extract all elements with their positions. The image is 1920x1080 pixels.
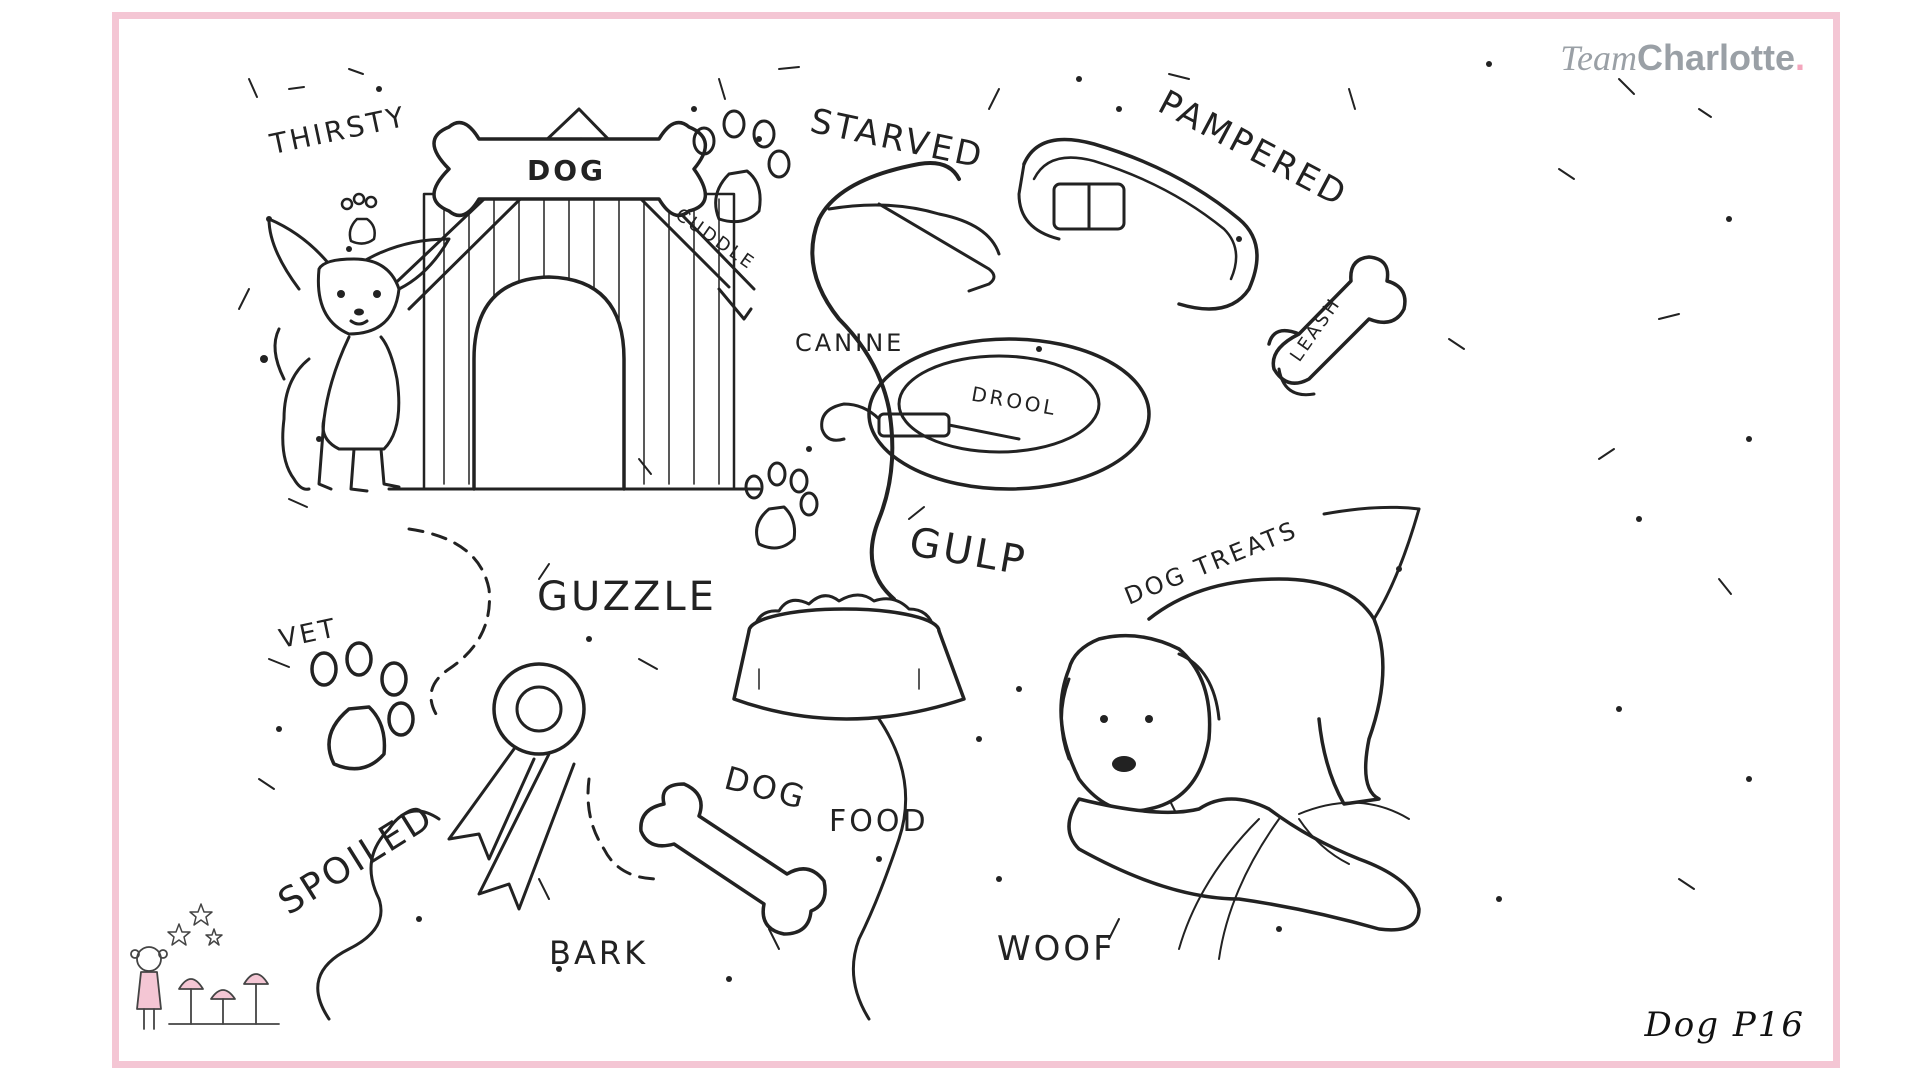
paw-print-left <box>310 641 415 771</box>
food-bowl <box>732 593 966 1021</box>
word-bark: BARK <box>549 934 649 972</box>
doghouse-sign-label: DOG <box>527 154 607 187</box>
brand-name: Charlotte <box>1636 37 1795 78</box>
bone-treat-bottom <box>639 782 827 936</box>
chihuahua <box>267 217 451 493</box>
coloring-page: THIRSTY DOG CUDDLE STARVED PAMPERED CANI… <box>112 12 1840 1068</box>
paw-print-middle <box>744 461 819 550</box>
award-ribbon <box>316 662 586 1021</box>
illustration <box>130 61 1752 1030</box>
dashed-trail-2 <box>586 777 661 881</box>
confetti-marks <box>238 66 1732 950</box>
mascot-girl <box>130 946 168 1030</box>
word-guzzle: GUZZLE <box>537 574 717 620</box>
dashed-trail <box>407 527 491 721</box>
paw-print-small <box>340 192 378 245</box>
confetti-dots <box>260 61 1752 982</box>
collar <box>1017 137 1259 311</box>
word-food: FOOD <box>829 804 929 839</box>
word-canine: CANINE <box>795 329 905 357</box>
doghouse <box>382 107 761 491</box>
bone-treat-right <box>1267 255 1407 397</box>
brand-prefix: Team <box>1560 38 1637 78</box>
brand-logo: TeamCharlotte. <box>1560 37 1805 79</box>
puppy-with-shoe <box>1059 505 1421 960</box>
paw-print-top <box>692 109 791 224</box>
brand-dot: . <box>1794 37 1805 78</box>
leash <box>810 161 1151 601</box>
page-label: Dog P16 <box>1644 1005 1805 1045</box>
mushrooms <box>168 973 280 1025</box>
word-woof: WOOF <box>997 929 1116 969</box>
stars <box>167 903 223 946</box>
